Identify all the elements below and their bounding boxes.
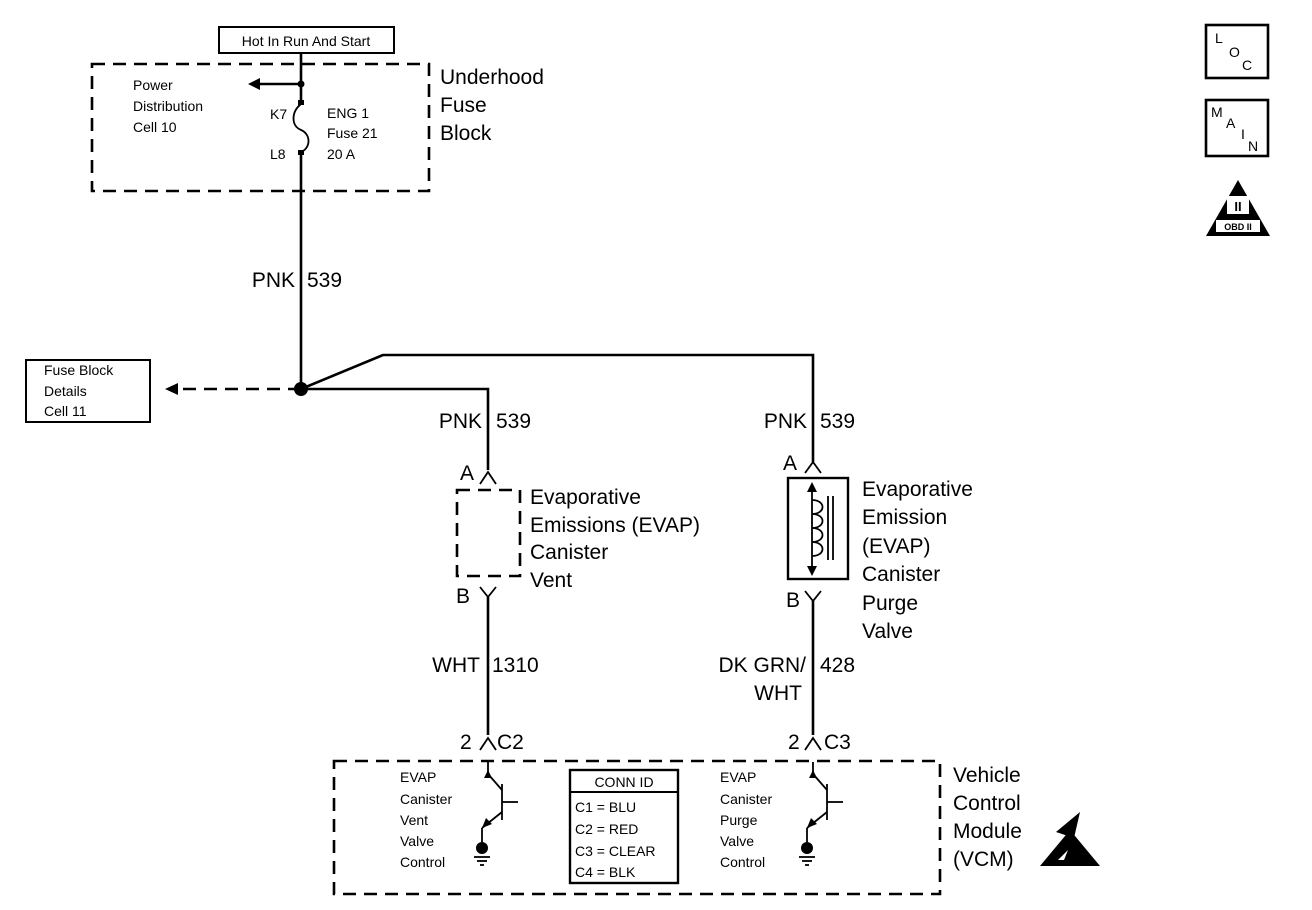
purge-pin-b: B — [786, 589, 800, 612]
evap-purge-solenoid — [786, 476, 850, 581]
purge-conn-id: C3 — [824, 731, 851, 754]
purge-driver-4: Valve — [720, 833, 754, 849]
vent-driver-2: Canister — [400, 791, 452, 807]
purge-wire-top-circuit: 539 — [820, 410, 855, 433]
conn-row-2: C2 = RED — [575, 821, 638, 837]
vent-driver-3: Vent — [400, 812, 428, 828]
vent-driver-5: Control — [400, 854, 445, 870]
vcm-title-1: Vehicle — [953, 764, 1021, 787]
label: A — [1226, 115, 1236, 131]
vent-pin-a: A — [460, 462, 474, 485]
main-icon[interactable]: M A I N — [1204, 98, 1270, 158]
fuse-rating: 20 A — [327, 146, 356, 162]
purge-comp-2: Emission — [862, 506, 947, 529]
purge-wire-bottom-circuit: 428 — [820, 654, 855, 677]
vent-transistor-icon — [474, 762, 518, 866]
purge-wire-bottom-color-1: DK GRN/ — [718, 654, 806, 677]
vent-conn-pin: 2 — [460, 731, 472, 754]
fuse-block-title-1: Underhood — [440, 66, 544, 89]
esd-warning-icon — [1040, 812, 1100, 866]
fuse-block-title-2: Fuse — [440, 94, 487, 117]
vent-pin-b: B — [456, 585, 470, 608]
conn-row-4: C4 = BLK — [575, 864, 636, 880]
conn-row-1: C1 = BLU — [575, 799, 636, 815]
fbd-line-3: Cell 11 — [44, 403, 87, 419]
vent-wire-top-color: PNK — [439, 410, 482, 433]
coil-icon — [811, 499, 824, 557]
fuse-icon — [292, 103, 310, 153]
power-ref-3: Cell 10 — [133, 119, 177, 135]
vcm-title-4: (VCM) — [953, 848, 1014, 871]
vcm-title-2: Control — [953, 792, 1021, 815]
vcm-title-3: Module — [953, 820, 1022, 843]
power-ref-2: Distribution — [133, 98, 203, 114]
purge-comp-6: Valve — [862, 620, 913, 643]
purge-comp-3: (EVAP) — [862, 535, 930, 558]
label: I — [1241, 126, 1245, 142]
label: OBD II — [1224, 222, 1252, 232]
conn-id-header: CONN ID — [594, 774, 653, 790]
vent-wire-bottom-circuit: 1310 — [492, 654, 539, 677]
vent-wire-bottom-color: WHT — [432, 654, 480, 677]
label: L — [1215, 30, 1223, 46]
vent-conn-id: C2 — [497, 731, 524, 754]
purge-driver-3: Purge — [720, 812, 758, 828]
power-ref-1: Power — [133, 77, 173, 93]
label: C — [1242, 57, 1252, 73]
hot-in-run-start-box: Hot In Run And Start — [218, 26, 395, 54]
conn-id-table: CONN ID C1 = BLU C2 = RED C3 = CLEAR C4 … — [568, 768, 680, 885]
label: O — [1229, 44, 1240, 60]
purge-wire-bottom-color-2: WHT — [754, 682, 802, 705]
purge-driver-2: Canister — [720, 791, 772, 807]
pin-k7: K7 — [270, 106, 287, 122]
evap-purge-branch: PNK 539 A Evaporative Emission (EVAP) Ca… — [718, 410, 972, 754]
underhood-fuse-block: Underhood Fuse Block Power Distribution … — [90, 53, 544, 193]
purge-driver-1: EVAP — [720, 769, 756, 785]
fbd-line-2: Details — [44, 383, 87, 399]
label: II — [1234, 199, 1241, 214]
vent-comp-4: Vent — [530, 569, 572, 592]
evap-vent-branch: PNK 539 A Evaporative Emissions (EVAP) C… — [432, 410, 700, 754]
vent-comp-3: Canister — [530, 541, 608, 564]
vent-driver-4: Valve — [400, 833, 434, 849]
purge-driver-5: Control — [720, 854, 765, 870]
purge-wire-top-color: PNK — [764, 410, 807, 433]
label: M — [1211, 104, 1223, 120]
fbd-line-1: Fuse Block — [44, 362, 114, 378]
main-wire-circuit: 539 — [307, 269, 342, 292]
hot-in-run-start-label: Hot In Run And Start — [242, 33, 371, 49]
fuse-block-details-box: Fuse Block Details Cell 11 — [25, 359, 151, 423]
main-wire-color: PNK — [252, 269, 295, 292]
purge-comp-5: Purge — [862, 592, 918, 615]
fuse-block-title-3: Block — [440, 122, 492, 145]
purge-pin-a: A — [783, 452, 797, 475]
loc-icon[interactable]: L O C — [1204, 23, 1270, 80]
conn-row-3: C3 = CLEAR — [575, 843, 656, 859]
arrow-left-icon — [165, 383, 178, 395]
vent-comp-2: Emissions (EVAP) — [530, 514, 700, 537]
vent-comp-1: Evaporative — [530, 486, 641, 509]
vehicle-control-module: Vehicle Control Module (VCM) EVAP Canist… — [332, 759, 1100, 896]
purge-transistor-icon — [799, 762, 843, 866]
fuse-number: Fuse 21 — [327, 125, 378, 141]
purge-conn-pin: 2 — [788, 731, 800, 754]
purge-comp-4: Canister — [862, 563, 940, 586]
pin-l8: L8 — [270, 146, 286, 162]
evap-vent-solenoid — [455, 488, 522, 578]
obd-ii-icon: II OBD II — [1206, 180, 1270, 236]
label: N — [1248, 138, 1258, 154]
vent-driver-1: EVAP — [400, 769, 436, 785]
vent-wire-top-circuit: 539 — [496, 410, 531, 433]
arrow-left-icon — [248, 78, 260, 90]
fuse-name: ENG 1 — [327, 105, 369, 121]
purge-comp-1: Evaporative — [862, 478, 973, 501]
